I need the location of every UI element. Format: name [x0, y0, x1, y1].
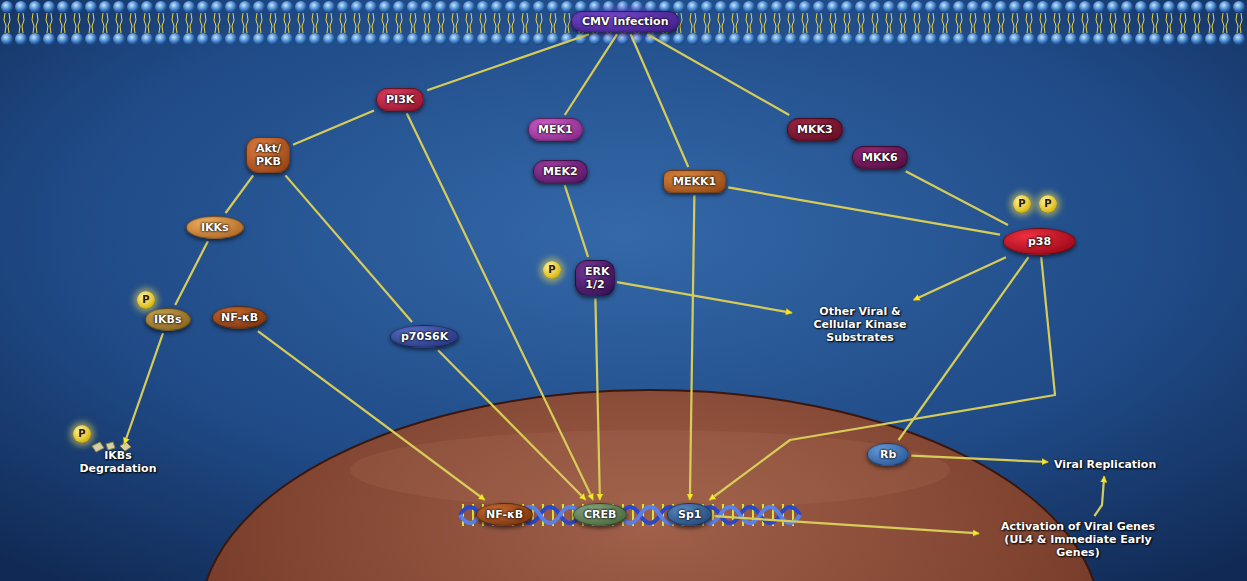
node-text: Akt/ PKB [256, 142, 280, 168]
node-text: NF-κB [221, 311, 258, 324]
signal-arrow [565, 34, 617, 115]
node-text: MKK3 [797, 123, 833, 136]
signal-arrow [690, 195, 695, 500]
inhibitor-ikb: IKBs [145, 308, 191, 331]
kinase-mek1: MEK1 [528, 118, 583, 141]
factor-nfkb: NF-κB [212, 306, 267, 329]
signal-arrow [226, 175, 254, 213]
signal-arrow [914, 257, 1006, 300]
signal-arrow [1094, 476, 1104, 516]
kinase-p70s6k: p70S6K [390, 325, 459, 348]
signal-arrow [911, 456, 1048, 462]
target-text: Activation of Viral Genes (UL4 & Immedia… [982, 518, 1174, 562]
phospho-label: P [1039, 195, 1057, 213]
signal-arrow [715, 516, 980, 533]
signal-arrow [427, 34, 589, 90]
phospho-label: P [73, 425, 91, 443]
signal-arrow [899, 257, 1029, 440]
signal-arrow [906, 171, 1008, 225]
kinase-mkk3: MKK3 [787, 118, 843, 141]
node-text: CREB [584, 508, 616, 521]
target-text: Viral Replication [1051, 456, 1159, 473]
signal-arrow [595, 298, 600, 500]
node-text: p38 [1028, 235, 1051, 248]
signal-arrow [124, 333, 163, 444]
node-text: NF-κB [486, 508, 523, 521]
factor-creb: CREB [573, 503, 627, 526]
infection-source: CMV Infection [571, 11, 679, 32]
kinase-erk: ERK 1/2 [575, 260, 615, 296]
factor-sp1: Sp1 [667, 503, 712, 526]
node-text: Sp1 [678, 508, 701, 521]
signal-arrow [175, 241, 208, 305]
signal-arrow [565, 185, 588, 257]
signal-arrow [631, 34, 689, 167]
kinase-mek2: MEK2 [533, 160, 588, 183]
signal-arrow [258, 331, 485, 500]
phospho-label: P [137, 291, 155, 309]
node-text: MEKK1 [673, 175, 716, 188]
node-text: Rb [880, 448, 896, 461]
target-text: IKBs Degradation [72, 447, 164, 477]
node-text: Activation of Viral Genes (UL4 & Immedia… [985, 520, 1171, 560]
kinase-pi3k: PI3K [376, 88, 424, 111]
node-text: Other Viral & Cellular Kinase Substrates [798, 305, 922, 345]
node-text: IKBs Degradation [75, 449, 161, 475]
node-text: PI3K [386, 93, 414, 106]
node-text: ERK 1/2 [585, 265, 605, 291]
kinase-akt: Akt/ PKB [246, 137, 290, 173]
protein-rb: Rb [867, 443, 909, 466]
node-text: CMV Infection [582, 15, 668, 28]
signal-arrow [293, 111, 374, 145]
node-text: MEK1 [538, 123, 573, 136]
target-text: Other Viral & Cellular Kinase Substrates [795, 303, 925, 347]
kinase-ikks: IKKs [186, 216, 244, 239]
node-text: IKBs [154, 313, 182, 326]
signal-arrow [728, 187, 1000, 234]
phospho-label: P [543, 261, 561, 279]
signal-arrow [647, 34, 789, 115]
node-text: Viral Replication [1054, 458, 1156, 471]
dna-helix [460, 507, 800, 523]
signal-arrow [407, 113, 594, 500]
signal-arrow [285, 175, 412, 322]
signal-arrow [709, 257, 1055, 500]
factor-nfkb: NF-κB [476, 503, 533, 526]
phospho-label: P [1013, 195, 1031, 213]
kinase-mekk1: MEKK1 [663, 170, 726, 193]
kinase-p38: p38 [1003, 228, 1076, 255]
node-text: MKK6 [862, 151, 898, 164]
signal-arrow [617, 282, 792, 313]
node-text: MEK2 [543, 165, 578, 178]
node-text: IKKs [201, 221, 229, 234]
kinase-mkk6: MKK6 [852, 146, 908, 169]
signal-arrow [438, 350, 586, 500]
node-text: p70S6K [401, 330, 448, 343]
